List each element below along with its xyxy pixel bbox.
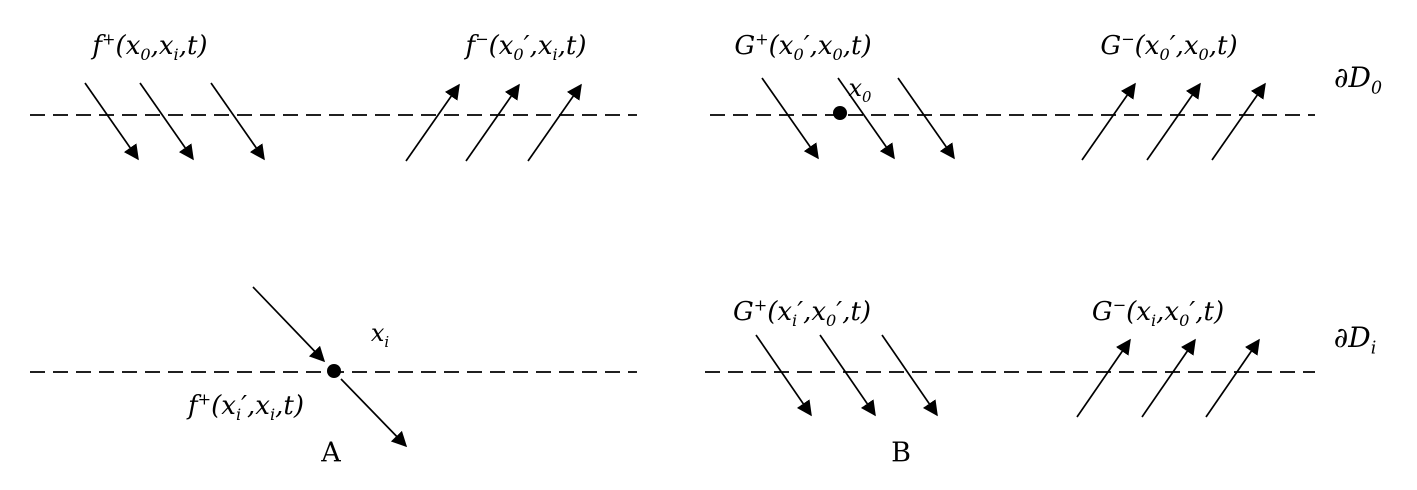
downgoing-arrows-a-top: [84, 82, 265, 161]
label-xi-point: xi: [370, 319, 390, 351]
label-f-plus-top: f+(x0,xi,t): [92, 29, 208, 65]
arrow: [755, 334, 812, 417]
arrow: [340, 378, 408, 448]
transmitted-arrow-a-bottom: [252, 286, 408, 448]
label-f-plus-bottom: f+(xi′,xi,t): [188, 389, 304, 425]
label-f-minus-top: f−(x0′,xi,t): [465, 29, 587, 65]
arrow: [210, 82, 265, 161]
label-g-plus-bottom: G+(xi′,x0′,t): [732, 295, 872, 331]
arrow: [1205, 338, 1260, 418]
arrow: [527, 83, 582, 162]
label-g-minus-top: G−(x0′,x0,t): [1100, 29, 1238, 65]
arrow: [1081, 82, 1136, 161]
panel-a-letter: A: [321, 437, 341, 469]
downgoing-arrows-b-top: [761, 77, 955, 160]
arrow: [837, 77, 895, 160]
focal-point-xi: [327, 364, 341, 378]
arrow: [1146, 82, 1201, 161]
arrow: [405, 83, 460, 162]
upgoing-arrows-b-bottom: [1076, 338, 1260, 418]
arrow: [1211, 82, 1266, 161]
arrow: [1076, 338, 1131, 418]
label-boundary-di: ∂Di: [1333, 321, 1377, 359]
arrow: [1141, 338, 1196, 418]
panel-b-letter: B: [891, 437, 911, 469]
upgoing-arrows-a-top: [405, 83, 582, 162]
label-g-minus-bottom: G−(xi,x0′,t): [1091, 295, 1225, 331]
arrow: [252, 286, 326, 363]
arrow: [819, 334, 876, 417]
label-x0-point: x0: [848, 74, 872, 106]
arrow: [897, 77, 955, 160]
label-g-plus-top: G+(x0′,x0,t): [734, 29, 872, 65]
arrow: [139, 82, 194, 161]
arrow: [84, 82, 139, 161]
upgoing-arrows-b-top: [1081, 82, 1266, 161]
downgoing-arrows-b-bottom: [755, 334, 938, 417]
arrow: [881, 334, 938, 417]
source-point-x0: [833, 106, 847, 120]
arrow: [465, 83, 520, 162]
arrow: [761, 77, 819, 160]
label-boundary-d0: ∂D0: [1334, 61, 1382, 99]
